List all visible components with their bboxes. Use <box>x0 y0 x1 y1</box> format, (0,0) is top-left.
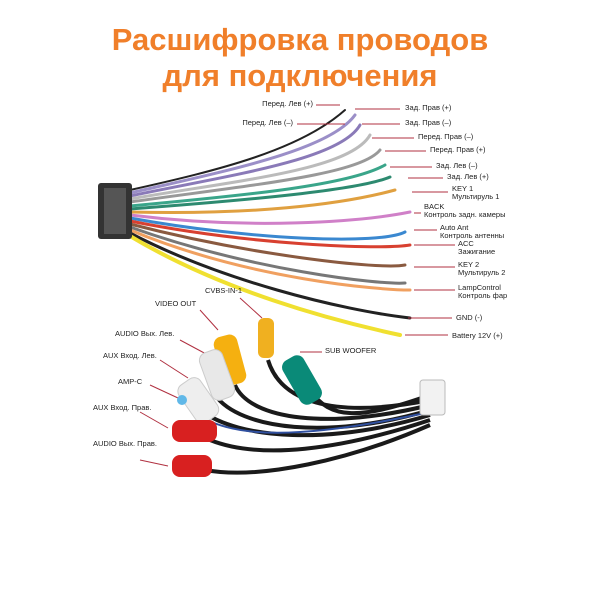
wire-pink <box>128 210 412 225</box>
leader-lines <box>139 104 455 467</box>
label-gnd: GND (-) <box>456 313 483 322</box>
label-sub-woofer: SUB WOOFER <box>325 346 377 355</box>
plug-cvbs-yellow <box>258 318 274 358</box>
plug-sub-woofer-green <box>282 355 322 405</box>
label-front-right-minus: Перед. Прав (–) <box>418 132 474 141</box>
title-line-1: Расшифровка проводов <box>111 22 489 57</box>
wire-green-black <box>128 175 392 211</box>
label-amp-c: AMP-C <box>118 377 143 386</box>
rca-plugs <box>172 318 446 477</box>
plug-audio-out-right-red <box>172 455 212 477</box>
plug-aux-in-left-white <box>177 377 220 424</box>
label-video-out: VIDEO OUT <box>155 299 197 308</box>
wire-purple <box>128 113 357 195</box>
label-rear-left-plus: Зад. Лев (+) <box>447 172 489 181</box>
wire-orange2 <box>128 228 412 292</box>
wire-gray <box>128 133 372 201</box>
wire-gray2 <box>128 225 407 285</box>
wire-yellow <box>128 234 402 337</box>
label-front-left-minus: Перед. Лев (–) <box>242 118 293 127</box>
rca-cables <box>189 359 431 475</box>
amp-c-connector <box>177 395 187 405</box>
label-front-left-plus: Перед. Лев (+) <box>262 99 313 108</box>
wire-black-gnd <box>128 231 412 320</box>
label-audio-out-right: AUDIO Вых. Прав. <box>93 439 157 448</box>
plug-audio-out-left-white <box>198 349 236 401</box>
label-rear-right-plus: Зад. Прав (+) <box>405 103 452 112</box>
label-front-right-plus: Перед. Прав (+) <box>430 145 486 154</box>
wire-gray-black <box>128 148 382 204</box>
label-aux-in-left: AUX Вход. Лев. <box>103 351 157 360</box>
wire-black <box>129 109 346 191</box>
wire-blue <box>128 216 407 241</box>
wire-orange <box>128 188 397 215</box>
wire-green <box>128 163 387 208</box>
label-battery: Battery 12V (+) <box>452 331 503 340</box>
label-aux-in-right: AUX Вход. Прав. <box>93 403 152 412</box>
label-rear-left-minus: Зад. Лев (–) <box>436 161 478 170</box>
wire-purple-black <box>128 123 362 198</box>
plug-aux-in-right-red <box>172 420 217 442</box>
harness-wires <box>128 109 412 337</box>
white-connector <box>419 379 446 416</box>
label-cvbs-in: CVBS-IN-1 <box>205 286 243 295</box>
label-rear-right-minus: Зад. Прав (–) <box>405 118 452 127</box>
wire-red <box>128 219 412 249</box>
wire-brown <box>128 222 407 268</box>
label-audio-out-left: AUDIO Вых. Лев. <box>115 329 175 338</box>
title-line-2: для подключения <box>162 58 438 93</box>
